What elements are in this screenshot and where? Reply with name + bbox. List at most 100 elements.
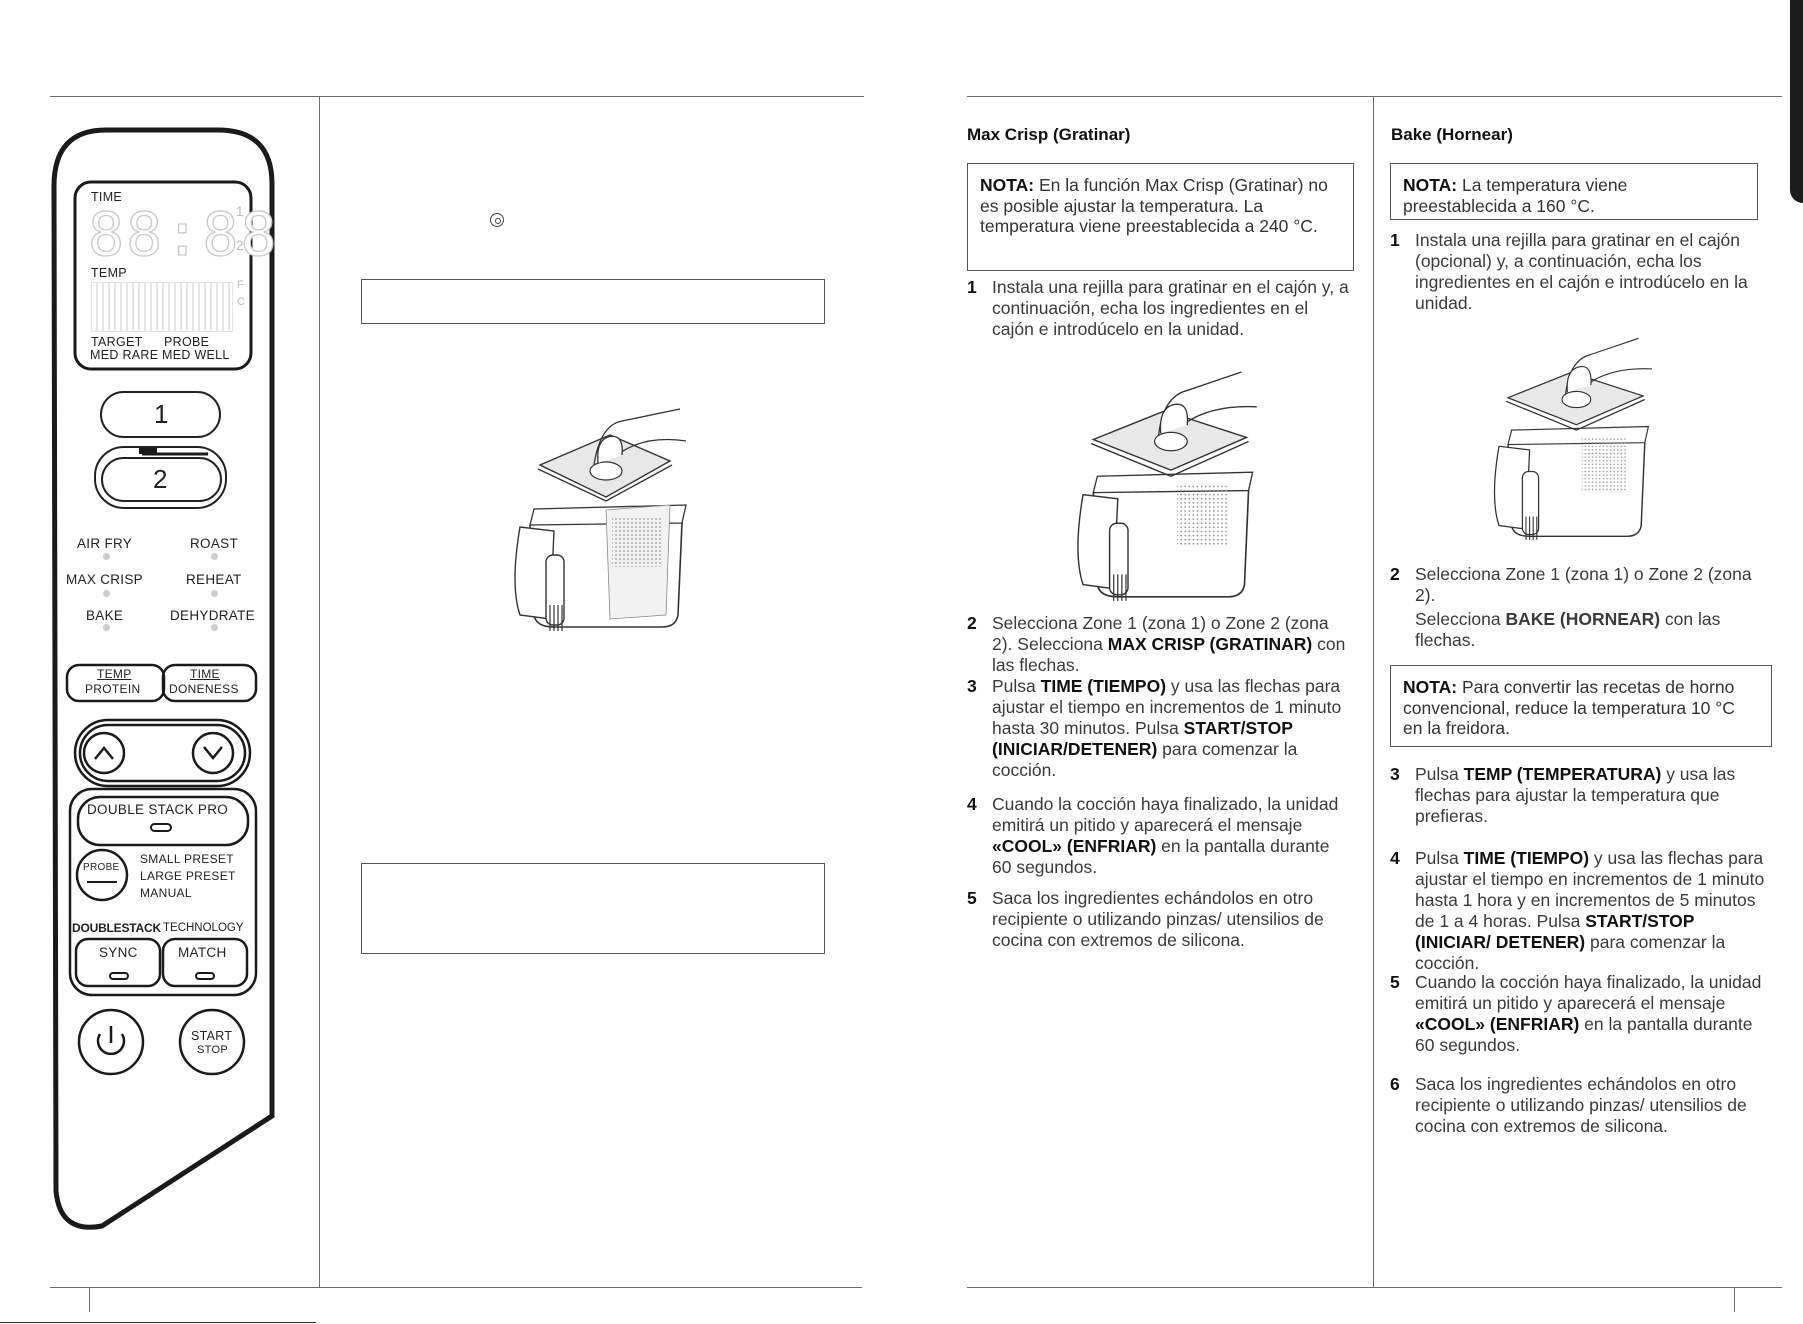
bake-note-preset: NOTA: La temperatura viene preestablecid…: [1390, 163, 1758, 220]
zone-1-label: 1: [154, 399, 169, 429]
rack-basket-illustration: [514, 408, 687, 631]
doneness-button-label[interactable]: DONENESS: [169, 682, 239, 696]
step-emphasis: START/STOP (INICIAR/DETENER): [992, 718, 1293, 759]
match-button[interactable]: MATCH: [178, 945, 227, 960]
display-unit-c: C: [237, 296, 246, 308]
bake-note-conversion: NOTA: Para convertir las recetas de horn…: [1390, 665, 1772, 747]
step-body: Instala una rejilla para gratinar en el …: [992, 277, 1352, 340]
note-label: NOTA:: [980, 175, 1035, 195]
function-indicator: [211, 553, 218, 560]
step-number: 4: [967, 794, 977, 814]
note-box-empty: [361, 863, 825, 954]
step-number: 6: [1390, 1074, 1400, 1094]
bottom-rule-left: [50, 1287, 862, 1289]
display-unit-f: F: [237, 279, 245, 291]
step-number: 2: [967, 613, 977, 633]
step-text: Instala una rejilla para gratinar en el …: [1415, 230, 1748, 313]
column-divider-left: [319, 97, 321, 1287]
step-body: Pulsa TEMP (TEMPERATURA) y usa las flech…: [1415, 764, 1765, 827]
step-body: Cuando la cocción haya finalizado, la un…: [992, 794, 1352, 878]
note-label: NOTA:: [1403, 677, 1458, 697]
step-number: 3: [1390, 764, 1400, 784]
technology-brand: DOUBLESTACK: [72, 921, 161, 935]
function-dehydrate[interactable]: DEHYDRATE: [170, 608, 255, 623]
function-indicator: [211, 590, 218, 597]
time-button-label[interactable]: TIME: [190, 667, 220, 681]
page-number-tick-left: [89, 1288, 91, 1312]
step-text: para comenzar la cocción.: [1415, 932, 1726, 973]
function-roast[interactable]: ROAST: [190, 536, 239, 551]
probe-button[interactable]: PROBE: [83, 862, 120, 873]
top-rule-left: [50, 96, 864, 98]
step-text: Cuando la cocción haya finalizado, la un…: [1415, 972, 1762, 1013]
step-number: 1: [967, 277, 977, 297]
double-stack-pro-button[interactable]: DOUBLE STACK PRO: [87, 802, 229, 817]
temp-button-label[interactable]: TEMP: [97, 667, 132, 681]
function-max-crisp[interactable]: MAX CRISP: [66, 572, 143, 587]
display-zone-1: 1: [236, 204, 244, 219]
preset-manual: MANUAL: [140, 886, 192, 900]
function-indicator: [103, 590, 110, 597]
stop-label[interactable]: STOP: [197, 1044, 228, 1056]
step-number: 4: [1390, 848, 1400, 868]
note-text: La temperatura viene preestablecida a 16…: [1403, 175, 1628, 216]
step-number: 2: [1390, 564, 1400, 584]
step-body: Pulsa TIME (TIEMPO) y usa las flechas pa…: [1415, 848, 1765, 974]
step-text: Selecciona Zone 1 (zona 1) o Zone 2 (zon…: [1415, 564, 1752, 605]
zone-2-button[interactable]: [101, 457, 222, 502]
page-number-tick-right: [1734, 1288, 1736, 1312]
zone-1-button[interactable]: [100, 391, 221, 438]
step-text: Instala una rejilla para gratinar en el …: [992, 277, 1349, 339]
bake-step-2-continued: Selecciona BAKE (HORNEAR) con las flecha…: [1415, 609, 1735, 653]
max-crisp-heading: Max Crisp (Gratinar): [967, 125, 1131, 144]
step-body: Selecciona Zone 1 (zona 1) o Zone 2 (zon…: [1415, 564, 1775, 606]
note-label: NOTA:: [1403, 175, 1458, 195]
step-number: 3: [967, 676, 977, 696]
zone-2-label: 2: [153, 464, 168, 494]
display-probe-label: PROBE: [164, 335, 210, 349]
max-crisp-steps: 1 Instala una rejilla para gratinar en el…: [967, 277, 1352, 997]
step-text: para comenzar la cocción.: [992, 739, 1298, 780]
down-arrow-icon[interactable]: [193, 733, 233, 773]
step-text: Selecciona: [1415, 609, 1506, 629]
display-doneness-right: MED WELL: [162, 348, 230, 362]
up-arrow-icon[interactable]: [84, 733, 124, 773]
function-reheat[interactable]: REHEAT: [186, 572, 242, 587]
note-text: Para convertir las recetas de horno conv…: [1403, 677, 1735, 738]
step-text: Saca los ingredientes echándolos en otro…: [992, 888, 1324, 950]
note-text: En la función Max Crisp (Gratinar) no es…: [980, 175, 1328, 236]
protein-button-label[interactable]: PROTEIN: [85, 682, 141, 696]
step-text: Cuando la cocción haya finalizado, la un…: [992, 794, 1339, 835]
step-text: y usa las flechas para ajustar el tiempo…: [1415, 848, 1765, 931]
rack-basket-illustration: [1493, 337, 1653, 540]
display-time-digits: 88:88: [87, 199, 279, 270]
power-button-icon[interactable]: [79, 1010, 143, 1074]
step-text: y usa las flechas para ajustar el tiempo…: [992, 676, 1342, 738]
step-text: en la pantalla durante 60 segundos.: [1415, 1014, 1753, 1055]
step-body: Selecciona Zone 1 (zona 1) o Zone 2 (zon…: [992, 613, 1352, 676]
function-indicator: [211, 624, 218, 631]
step-emphasis: START/STOP (INICIAR/ DETENER): [1415, 911, 1695, 952]
step-emphasis: «COOL» (ENFRIAR): [992, 836, 1157, 856]
step-emphasis: TIME (TIEMPO): [1040, 676, 1167, 696]
start-label[interactable]: START: [191, 1029, 233, 1043]
step-body: Instala una rejilla para gratinar en el …: [1415, 230, 1775, 314]
step-text: Pulsa: [1415, 764, 1464, 784]
technology-word: TECHNOLOGY: [163, 922, 244, 934]
bottom-rule-right: [967, 1287, 1782, 1289]
step-text: Pulsa: [1415, 848, 1464, 868]
max-crisp-note: NOTA: En la función Max Crisp (Gratinar)…: [967, 163, 1354, 271]
display-target-label: TARGET: [91, 335, 143, 349]
function-bake[interactable]: BAKE: [86, 608, 124, 623]
function-air-fry[interactable]: AIR FRY: [77, 536, 133, 551]
note-box-empty: [361, 279, 825, 324]
step-body: Saca los ingredientes echándolos en otro…: [1415, 1074, 1765, 1137]
zone-2-button-outer[interactable]: [94, 446, 227, 509]
preset-small: SMALL PRESET: [140, 852, 234, 866]
step-emphasis: TIME (TIEMPO): [1463, 848, 1590, 868]
step-text: Selecciona Zone 1 (zona 1) o Zone 2 (zon…: [992, 613, 1329, 654]
step-number: 5: [967, 888, 977, 908]
preset-large: LARGE PRESET: [140, 869, 236, 883]
sync-button[interactable]: SYNC: [99, 945, 138, 960]
